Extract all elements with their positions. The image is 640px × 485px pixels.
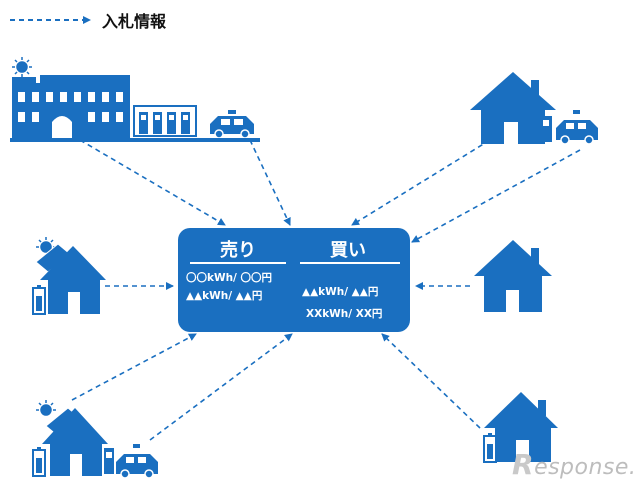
office-building-icon — [12, 75, 130, 140]
battery-icon — [32, 447, 46, 477]
buy-divider — [300, 262, 400, 264]
house-icon — [42, 408, 108, 476]
watermark-initial: R — [512, 448, 535, 481]
arrow-building-to-center-2 — [249, 139, 291, 226]
arrow-house-tr-to-center — [351, 139, 491, 226]
house-tr-group — [470, 72, 598, 145]
sell-row: 〇〇kWh/ 〇〇円 — [186, 272, 273, 284]
flow-arrows — [71, 139, 581, 441]
sell-title: 売り — [220, 240, 256, 261]
car-icon — [116, 444, 158, 479]
watermark-logo: Response. — [512, 448, 636, 481]
arrow-building-to-center-1 — [79, 139, 226, 226]
battery-icon — [32, 285, 46, 315]
arrow-house-tr2-to-center — [411, 149, 581, 243]
car-icon — [556, 110, 598, 145]
ground-line — [10, 138, 260, 142]
sell-divider — [190, 262, 286, 264]
watermark-text: esponse. — [534, 455, 637, 480]
battery-icon — [483, 433, 497, 463]
sell-row: ▲▲kWh/ ▲▲円 — [186, 290, 263, 302]
car-icon — [210, 110, 254, 139]
house-icon — [474, 240, 552, 312]
legend-label: 入札情報 — [102, 12, 167, 31]
charging-station-icon — [104, 448, 114, 474]
house-icon — [470, 72, 556, 144]
house-right-group — [474, 240, 552, 312]
house-left-group — [32, 237, 106, 315]
charging-station-icon — [133, 105, 197, 137]
sun-icon — [36, 237, 56, 253]
office-building-group — [10, 57, 260, 142]
buy-row: ▲▲kWh/ ▲▲円 — [302, 286, 379, 298]
sun-icon — [36, 400, 56, 416]
arrow-car-bl-to-center — [149, 333, 293, 441]
house-icon — [484, 392, 558, 462]
arrow-house-br-to-center — [381, 333, 481, 429]
arrow-house-bl-to-center — [71, 333, 197, 401]
house-bl-group — [32, 400, 158, 479]
buy-row: XXkWh/ XX円 — [306, 308, 383, 320]
bidding-board: 売り 〇〇kWh/ 〇〇円 ▲▲kWh/ ▲▲円 買い ▲▲kWh/ ▲▲円 X… — [178, 228, 410, 332]
buy-title: 買い — [330, 240, 366, 261]
house-icon — [40, 246, 106, 314]
sun-icon — [12, 57, 32, 77]
house-br-group — [483, 392, 558, 463]
charging-station-icon — [540, 116, 552, 142]
